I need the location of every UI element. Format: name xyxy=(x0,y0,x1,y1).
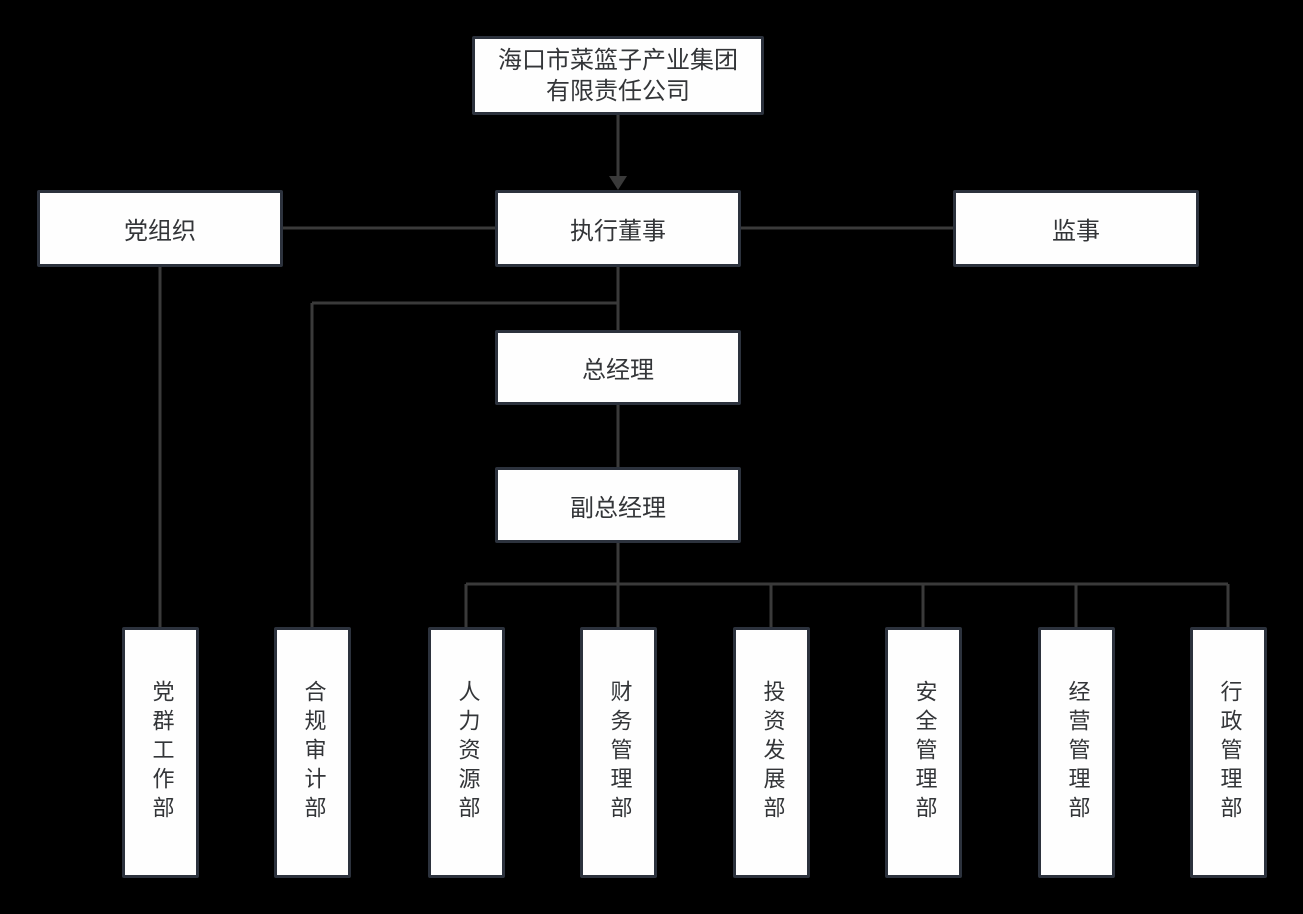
arrow-down-icon xyxy=(609,176,627,190)
node-supervisor: 监事 xyxy=(953,190,1199,267)
node-dept-party-mass-work: 党群工作部 xyxy=(122,627,199,878)
node-dept-compliance-audit: 合规审计部 xyxy=(274,627,351,878)
node-company-label-line1: 海口市菜篮子产业集团 xyxy=(498,45,738,74)
node-dept-investment-development: 投资发展部 xyxy=(733,627,810,878)
node-dept-operation-management: 经营管理部 xyxy=(1038,627,1115,878)
node-dept-human-resources: 人力资源部 xyxy=(428,627,505,878)
node-dept-compliance-audit-label: 合规审计部 xyxy=(300,680,326,825)
node-deputy-general-manager: 副总经理 xyxy=(495,467,741,543)
node-dept-safety-management-label: 安全管理部 xyxy=(911,680,937,825)
node-deputy-general-manager-label: 副总经理 xyxy=(570,493,666,522)
node-dept-administration-management: 行政管理部 xyxy=(1190,627,1267,878)
node-company: 海口市菜篮子产业集团 有限责任公司 xyxy=(472,36,764,115)
node-executive-director-label: 执行董事 xyxy=(570,217,666,245)
node-dept-finance-management-label: 财务管理部 xyxy=(606,680,632,825)
node-party-organization: 党组织 xyxy=(37,190,283,267)
node-dept-human-resources-label: 人力资源部 xyxy=(454,680,480,825)
node-party-organization-label: 党组织 xyxy=(124,217,196,245)
node-dept-operation-management-label: 经营管理部 xyxy=(1064,680,1090,825)
node-dept-investment-development-label: 投资发展部 xyxy=(759,680,785,825)
node-dept-party-mass-work-label: 党群工作部 xyxy=(148,680,174,825)
node-general-manager-label: 总经理 xyxy=(582,356,654,384)
node-supervisor-label: 监事 xyxy=(1052,217,1100,245)
node-dept-safety-management: 安全管理部 xyxy=(885,627,962,878)
node-dept-administration-management-label: 行政管理部 xyxy=(1216,680,1242,825)
node-general-manager: 总经理 xyxy=(495,330,741,405)
node-executive-director: 执行董事 xyxy=(495,190,741,267)
node-company-label-line2: 有限责任公司 xyxy=(546,76,690,105)
node-dept-finance-management: 财务管理部 xyxy=(580,627,657,878)
